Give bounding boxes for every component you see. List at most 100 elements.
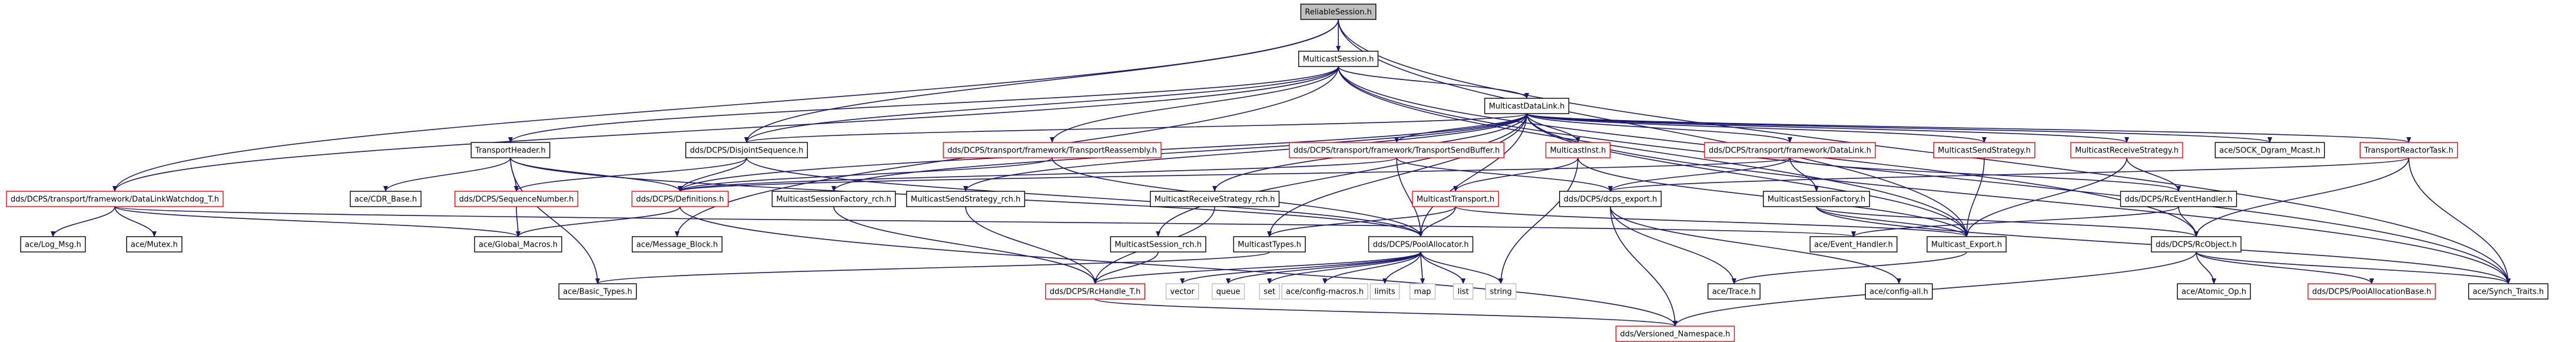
edge-n1-n2 — [1338, 66, 1529, 99]
node-n12[interactable]: TransportReactorTask.h — [2359, 142, 2458, 158]
edge-n21-n44 — [1610, 206, 1736, 284]
node-label: MulticastReceiveStrategy.h — [2075, 147, 2179, 155]
node-label: dds/DCPS/RcHandle_T.h — [1050, 288, 1141, 297]
node-n44[interactable]: ace/Trace.h — [1708, 283, 1761, 300]
edge-n1-n13 — [112, 66, 1339, 192]
node-n23[interactable]: dds/DCPS/RcEventHandler.h — [2120, 191, 2237, 207]
node-n28[interactable]: MulticastSession_rch.h — [1110, 236, 1206, 253]
node-box — [2468, 283, 2549, 300]
node-label: list — [1457, 288, 1468, 297]
node-n27[interactable]: ace/Message_Block.h — [632, 236, 722, 253]
node-n16[interactable]: dds/DCPS/Definitions.h — [631, 191, 729, 207]
node-n26[interactable]: ace/Global_Macros.h — [474, 236, 562, 253]
node-n36[interactable]: vector — [1165, 283, 1199, 300]
node-box — [558, 283, 637, 300]
node-label: dds/DCPS/SequenceNumber.h — [459, 195, 574, 204]
node-n48[interactable]: ace/Synch_Traits.h — [2468, 283, 2549, 300]
node-n3[interactable]: TransportHeader.h — [470, 142, 551, 158]
edge-n33-n47 — [2196, 251, 2374, 284]
node-n42[interactable]: list — [1453, 283, 1474, 300]
node-n29[interactable]: MulticastTypes.h — [1233, 236, 1306, 253]
node-label: set — [1264, 288, 1275, 297]
node-box — [2359, 142, 2458, 158]
node-n33[interactable]: dds/DCPS/RcObject.h — [2151, 236, 2242, 253]
node-label: TransportReactorTask.h — [2363, 147, 2453, 155]
node-n20[interactable]: MulticastTransport.h — [1412, 191, 1499, 207]
node-box — [1298, 51, 1379, 67]
node-box — [1927, 236, 2007, 253]
node-n22[interactable]: MulticastSessionFactory.h — [1763, 191, 1870, 207]
node-n19[interactable]: MulticastReceiveStrategy_rch.h — [1149, 191, 1280, 207]
node-label: MulticastReceiveStrategy_rch.h — [1155, 195, 1275, 204]
node-n21[interactable]: dds/DCPS/dcps_export.h — [1559, 191, 1662, 207]
node-n18[interactable]: MulticastSendStrategy_rch.h — [906, 191, 1025, 207]
node-label: ace/Trace.h — [1712, 288, 1756, 297]
edge-n30-n39 — [1322, 251, 1421, 284]
node-label: MulticastSendStrategy_rch.h — [911, 195, 1021, 204]
edge-n10-n23 — [2126, 157, 2181, 192]
node-n32[interactable]: Multicast_Export.h — [1927, 236, 2007, 253]
node-box — [1045, 283, 1145, 300]
edge-n2-n8 — [1526, 113, 1792, 143]
node-n14[interactable]: ace/CDR_Base.h — [350, 191, 422, 207]
edge-n3-n14 — [383, 157, 511, 192]
edge-n7-n43 — [1498, 157, 1579, 284]
node-n37[interactable]: queue — [1211, 283, 1245, 300]
node-n15[interactable]: dds/DCPS/SequenceNumber.h — [454, 191, 579, 207]
node-n34[interactable]: ace/Basic_Types.h — [558, 283, 637, 300]
node-n49[interactable]: dds/Versioned_Namespace.h — [1615, 326, 1735, 342]
node-label: MulticastDataLink.h — [1489, 102, 1565, 111]
node-box — [6, 191, 224, 207]
node-n17[interactable]: MulticastSessionFactory_rch.h — [771, 191, 896, 207]
node-n35[interactable]: dds/DCPS/RcHandle_T.h — [1045, 283, 1145, 300]
node-n30[interactable]: dds/DCPS/PoolAllocator.h — [1368, 236, 1474, 253]
node-label: string — [1490, 288, 1511, 297]
node-n24[interactable]: ace/Log_Msg.h — [20, 236, 86, 253]
node-n45[interactable]: ace/config-all.h — [1865, 283, 1933, 300]
node-n40[interactable]: limits — [1370, 283, 1400, 300]
node-label: MulticastTypes.h — [1238, 241, 1301, 250]
edge-n32-n44 — [1732, 251, 1967, 284]
node-n9[interactable]: MulticastSendStrategy.h — [1933, 142, 2035, 158]
node-box — [2070, 142, 2183, 158]
edge-n9-n32 — [1964, 157, 1985, 237]
node-box — [2308, 283, 2436, 300]
node-n25[interactable]: ace/Mutex.h — [126, 236, 183, 253]
node-box — [906, 191, 1025, 207]
edge-n17-n35 — [833, 206, 1098, 284]
node-label: MulticastSession_rch.h — [1115, 241, 1202, 250]
edge-n2-n12 — [1526, 113, 2411, 143]
node-n11[interactable]: ace/SOCK_Dgram_Mcast.h — [2214, 142, 2325, 158]
node-n6[interactable]: dds/DCPS/transport/framework/TransportSe… — [1289, 142, 1504, 158]
node-label: MulticastTransport.h — [1417, 195, 1494, 204]
node-box — [350, 191, 422, 207]
node-n8[interactable]: dds/DCPS/transport/framework/DataLink.h — [1704, 142, 1876, 158]
node-n4[interactable]: dds/DCPS/DisjointSequence.h — [685, 142, 808, 158]
node-label: dds/DCPS/transport/framework/TransportRe… — [947, 147, 1157, 155]
node-box — [1763, 191, 1870, 207]
edge-n22-n33 — [1816, 206, 2199, 237]
node-n41[interactable]: map — [1409, 283, 1436, 300]
node-n2[interactable]: MulticastDataLink.h — [1484, 98, 1570, 114]
edge-n30-n37 — [1226, 251, 1421, 284]
node-label: limits — [1374, 288, 1395, 297]
edge-n8-n21 — [1608, 157, 1791, 192]
node-n31[interactable]: ace/Event_Handler.h — [1809, 236, 1898, 253]
node-n46[interactable]: ace/Atomic_Op.h — [2177, 283, 2251, 300]
node-n10[interactable]: MulticastReceiveStrategy.h — [2070, 142, 2183, 158]
node-n1[interactable]: MulticastSession.h — [1298, 51, 1379, 67]
node-box — [943, 142, 1162, 158]
node-n38[interactable]: set — [1259, 283, 1280, 300]
node-box — [1412, 191, 1499, 207]
node-label: MulticastSessionFactory_rch.h — [776, 195, 891, 204]
node-n0[interactable]: ReliableSession.h — [1300, 4, 1377, 20]
node-n47[interactable]: dds/DCPS/PoolAllocationBase.h — [2308, 283, 2436, 300]
node-n5[interactable]: dds/DCPS/transport/framework/TransportRe… — [943, 142, 1162, 158]
edge-n2-n29 — [1267, 113, 1527, 237]
node-n43[interactable]: string — [1485, 283, 1517, 300]
edge-n0-n48 — [1338, 19, 2511, 284]
node-box — [1149, 191, 1280, 207]
node-n39[interactable]: ace/config-macros.h — [1281, 283, 1368, 300]
node-n7[interactable]: MulticastInst.h — [1545, 142, 1611, 158]
node-n13[interactable]: dds/DCPS/transport/framework/DataLinkWat… — [6, 191, 224, 207]
